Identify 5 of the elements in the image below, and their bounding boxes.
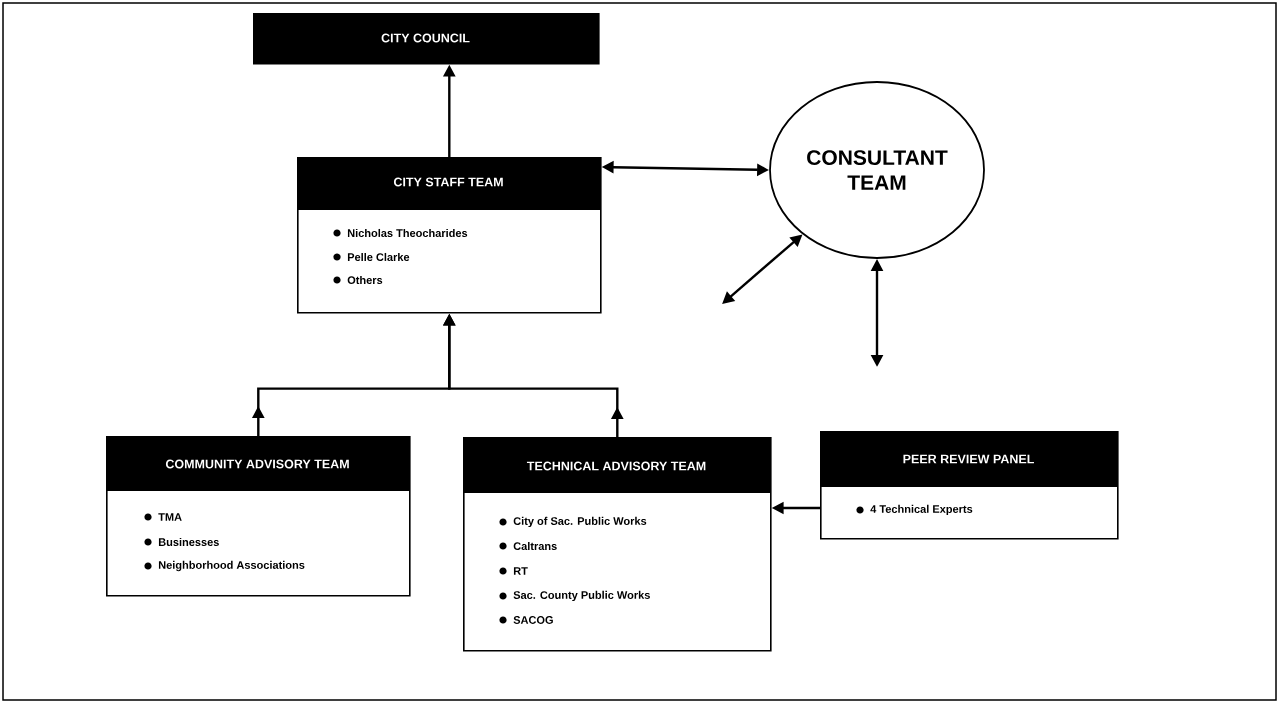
team-box: CITY STAFF TEAM Nicholas Theocharides Pelle Clarke Others — [297, 157, 602, 314]
team-box: TECHNICAL ADVISORY TEAM City of Sac. Public Works Caltrans RT Sac. County Public Works SACOG — [463, 437, 772, 652]
team-box: PEER REVIEW PANEL 4 Technical Experts — [820, 431, 1119, 540]
team-box: CITY COUNCIL — [253, 13, 600, 65]
team-box: COMMUNITY ADVISORY TEAM TMA Businesses Neighborhood Associations — [106, 436, 411, 597]
